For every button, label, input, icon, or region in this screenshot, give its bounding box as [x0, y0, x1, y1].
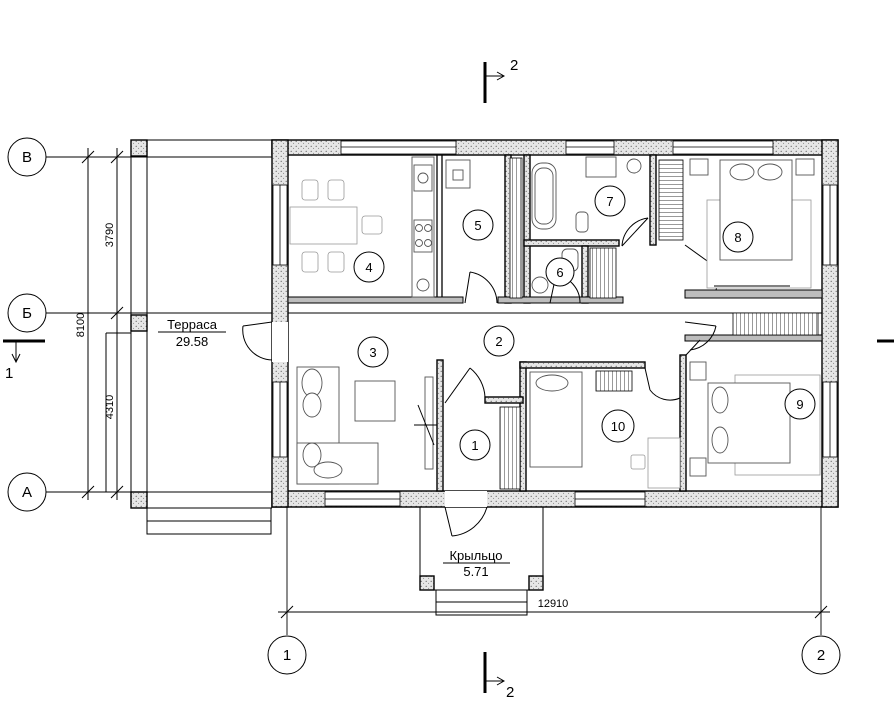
horizontal-dimension: 12910: [278, 598, 830, 619]
room-number-5: 5: [462, 209, 494, 241]
room-number-label: 6: [556, 265, 563, 280]
axis-label: Б: [22, 305, 32, 322]
outer-walls: [271, 139, 839, 508]
room-number-1: 1: [459, 429, 491, 461]
porch: Крыльцо 5.71: [419, 507, 544, 616]
room-number-2: 2: [483, 325, 515, 357]
axis-label: 1: [283, 647, 291, 664]
axis-marker-1: 1: [267, 635, 307, 675]
bathroom-fixtures: [509, 156, 642, 299]
living-furniture: [296, 366, 437, 485]
room-number-10: 10: [601, 409, 635, 443]
room-number-3: 3: [357, 336, 389, 368]
room-number-label: 5: [474, 218, 481, 233]
section-label: 2: [506, 684, 514, 701]
room-number-label: 3: [369, 345, 376, 360]
room-number-6: 6: [545, 257, 575, 287]
grid-lines: [46, 156, 836, 635]
vertical-dimensions: 8100 3790 4310: [75, 148, 124, 500]
dim-bottom-span: 4310: [104, 395, 116, 419]
axis-label: А: [22, 484, 32, 501]
room-number-7: 7: [594, 185, 626, 217]
section-label: 1: [5, 365, 13, 382]
dim-total-vertical: 8100: [75, 313, 87, 337]
section-marker-top: 2: [483, 57, 518, 103]
room-number-label: 2: [495, 334, 502, 349]
axis-marker-a: А: [7, 472, 47, 512]
axis-marker-2: 2: [801, 635, 841, 675]
section-label: 2: [510, 57, 518, 74]
terrace-area: 29.58: [176, 334, 209, 349]
dim-top-span: 3790: [104, 223, 116, 247]
room-number-9: 9: [784, 388, 816, 420]
axis-marker-b: Б: [7, 293, 47, 333]
porch-area: 5.71: [463, 564, 488, 579]
doors: [242, 217, 718, 537]
terrace-name: Терраса: [167, 317, 218, 332]
room-number-label: 9: [796, 397, 803, 412]
terrace: Терраса 29.58: [105, 139, 272, 535]
section-marker-bottom: 2: [483, 652, 514, 701]
room-number-label: 7: [606, 194, 613, 209]
room-number-8: 8: [722, 221, 754, 253]
bedroom-10-furniture: [499, 370, 681, 490]
room-number-label: 4: [365, 260, 372, 275]
room-number-4: 4: [353, 251, 385, 283]
section-marker-left: 1: [3, 339, 45, 382]
room-number-label: 1: [471, 438, 478, 453]
room-number-label: 10: [611, 419, 625, 434]
dim-total-horizontal: 12910: [538, 598, 569, 610]
room-number-label: 8: [734, 230, 741, 245]
porch-name: Крыльцо: [449, 548, 502, 563]
axis-label: 2: [817, 647, 825, 664]
axis-marker-v: В: [7, 137, 47, 177]
kitchen-furniture: [289, 156, 471, 298]
axis-label: В: [22, 149, 32, 166]
